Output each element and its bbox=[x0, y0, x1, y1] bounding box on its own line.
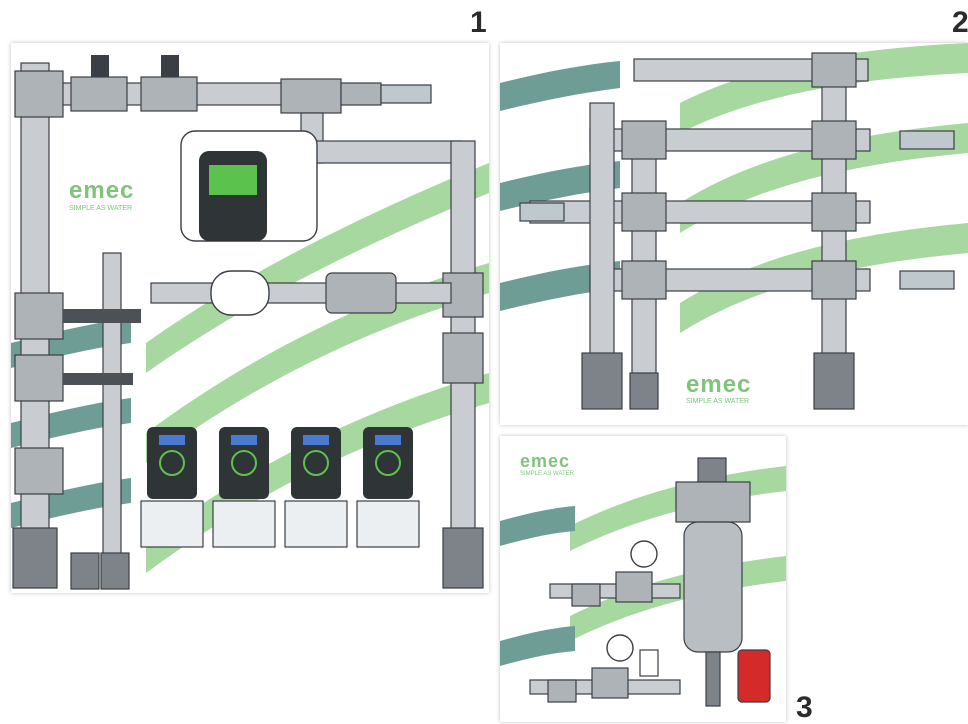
pipe bbox=[102, 252, 122, 584]
union bbox=[340, 82, 382, 106]
tee-fitting bbox=[14, 292, 64, 340]
ball-valve-icon bbox=[442, 527, 484, 589]
tee-fitting bbox=[811, 120, 857, 160]
probe bbox=[63, 309, 141, 323]
tee-fitting bbox=[70, 76, 128, 112]
tee-fitting bbox=[811, 52, 857, 88]
ball-valve-icon bbox=[100, 552, 130, 590]
ball-valve-icon bbox=[813, 352, 855, 410]
panel-2-diagram: emec SIMPLE AS WATER bbox=[500, 43, 968, 425]
panel-number-1: 1 bbox=[470, 6, 487, 39]
dosing-pump-icon bbox=[140, 427, 204, 548]
pipe bbox=[300, 140, 462, 164]
pipe bbox=[150, 282, 452, 304]
elbow-fitting bbox=[14, 70, 64, 118]
pressure-switch bbox=[639, 649, 659, 677]
sensor-probe bbox=[380, 84, 432, 104]
brand-logo-word: emec bbox=[686, 371, 752, 398]
tee-fitting bbox=[621, 260, 667, 300]
wave-band bbox=[500, 506, 575, 546]
panel-2-drawing bbox=[500, 43, 968, 410]
probe bbox=[63, 373, 133, 385]
union bbox=[442, 332, 484, 384]
wave-band bbox=[500, 61, 620, 111]
panel-3-diagram: emec SIMPLE AS WATER bbox=[500, 436, 786, 722]
pressure-reducer bbox=[615, 571, 653, 603]
ball-valve-icon bbox=[629, 372, 659, 410]
tee-fitting bbox=[280, 78, 342, 114]
brand-tagline: SIMPLE AS WATER bbox=[69, 205, 133, 212]
panel-1-diagram: emec SIMPLE AS WATER bbox=[11, 43, 489, 593]
tee-fitting bbox=[14, 447, 64, 495]
wave-band bbox=[680, 43, 968, 133]
panel-3-drawing bbox=[500, 457, 786, 707]
pipe bbox=[705, 651, 721, 707]
brand-logo-word: emec bbox=[520, 451, 571, 471]
y-strainer-icon bbox=[571, 583, 601, 607]
tee-fitting bbox=[140, 76, 198, 112]
brand-logo-word: emec bbox=[69, 177, 135, 204]
pressure-reducer bbox=[591, 667, 629, 699]
tee-fitting bbox=[811, 260, 857, 300]
wave-band bbox=[680, 123, 968, 233]
brand-tagline: SIMPLE AS WATER bbox=[686, 398, 750, 405]
ball-valve-icon bbox=[70, 552, 100, 590]
wave-band bbox=[146, 163, 489, 373]
pipe bbox=[633, 58, 869, 82]
pressure-gauge-icon bbox=[606, 634, 634, 662]
pipe bbox=[631, 128, 657, 380]
water-meter-icon bbox=[210, 270, 270, 316]
probe-holder bbox=[91, 55, 109, 77]
y-strainer-icon bbox=[547, 679, 577, 703]
tee-fitting bbox=[811, 192, 857, 232]
filter-bowl bbox=[683, 521, 743, 653]
dosing-pump-icon bbox=[356, 427, 420, 548]
pressure-gauge-icon bbox=[630, 540, 658, 568]
dosing-pump-icon bbox=[284, 427, 348, 548]
ball-valve-icon bbox=[12, 527, 58, 589]
dosing-pump-icon bbox=[212, 427, 276, 548]
probe-holder bbox=[161, 55, 179, 77]
wave-band bbox=[680, 223, 968, 333]
ball-valve-icon bbox=[581, 352, 623, 410]
pipe bbox=[589, 102, 615, 374]
tee-fitting bbox=[621, 120, 667, 160]
tee-fitting bbox=[621, 192, 667, 232]
filter-head bbox=[697, 457, 727, 483]
brand-tagline: SIMPLE AS WATER bbox=[520, 471, 575, 477]
panel-1-drawing bbox=[11, 55, 489, 590]
wave-band bbox=[146, 263, 489, 463]
controller-display bbox=[209, 165, 257, 195]
tee-fitting bbox=[14, 354, 64, 402]
panel-number-2: 2 bbox=[952, 6, 968, 39]
sensor-probe bbox=[899, 270, 955, 290]
controller-face bbox=[199, 151, 267, 241]
panel-number-3: 3 bbox=[796, 691, 813, 724]
filter-housing-red bbox=[737, 649, 771, 703]
filter-icon bbox=[675, 481, 751, 523]
flow-valve bbox=[325, 272, 397, 314]
sensor-probe bbox=[519, 202, 565, 222]
pipe bbox=[549, 583, 681, 599]
sensor-probe bbox=[899, 130, 955, 150]
wave-band bbox=[500, 626, 575, 666]
wave-band bbox=[146, 373, 489, 573]
